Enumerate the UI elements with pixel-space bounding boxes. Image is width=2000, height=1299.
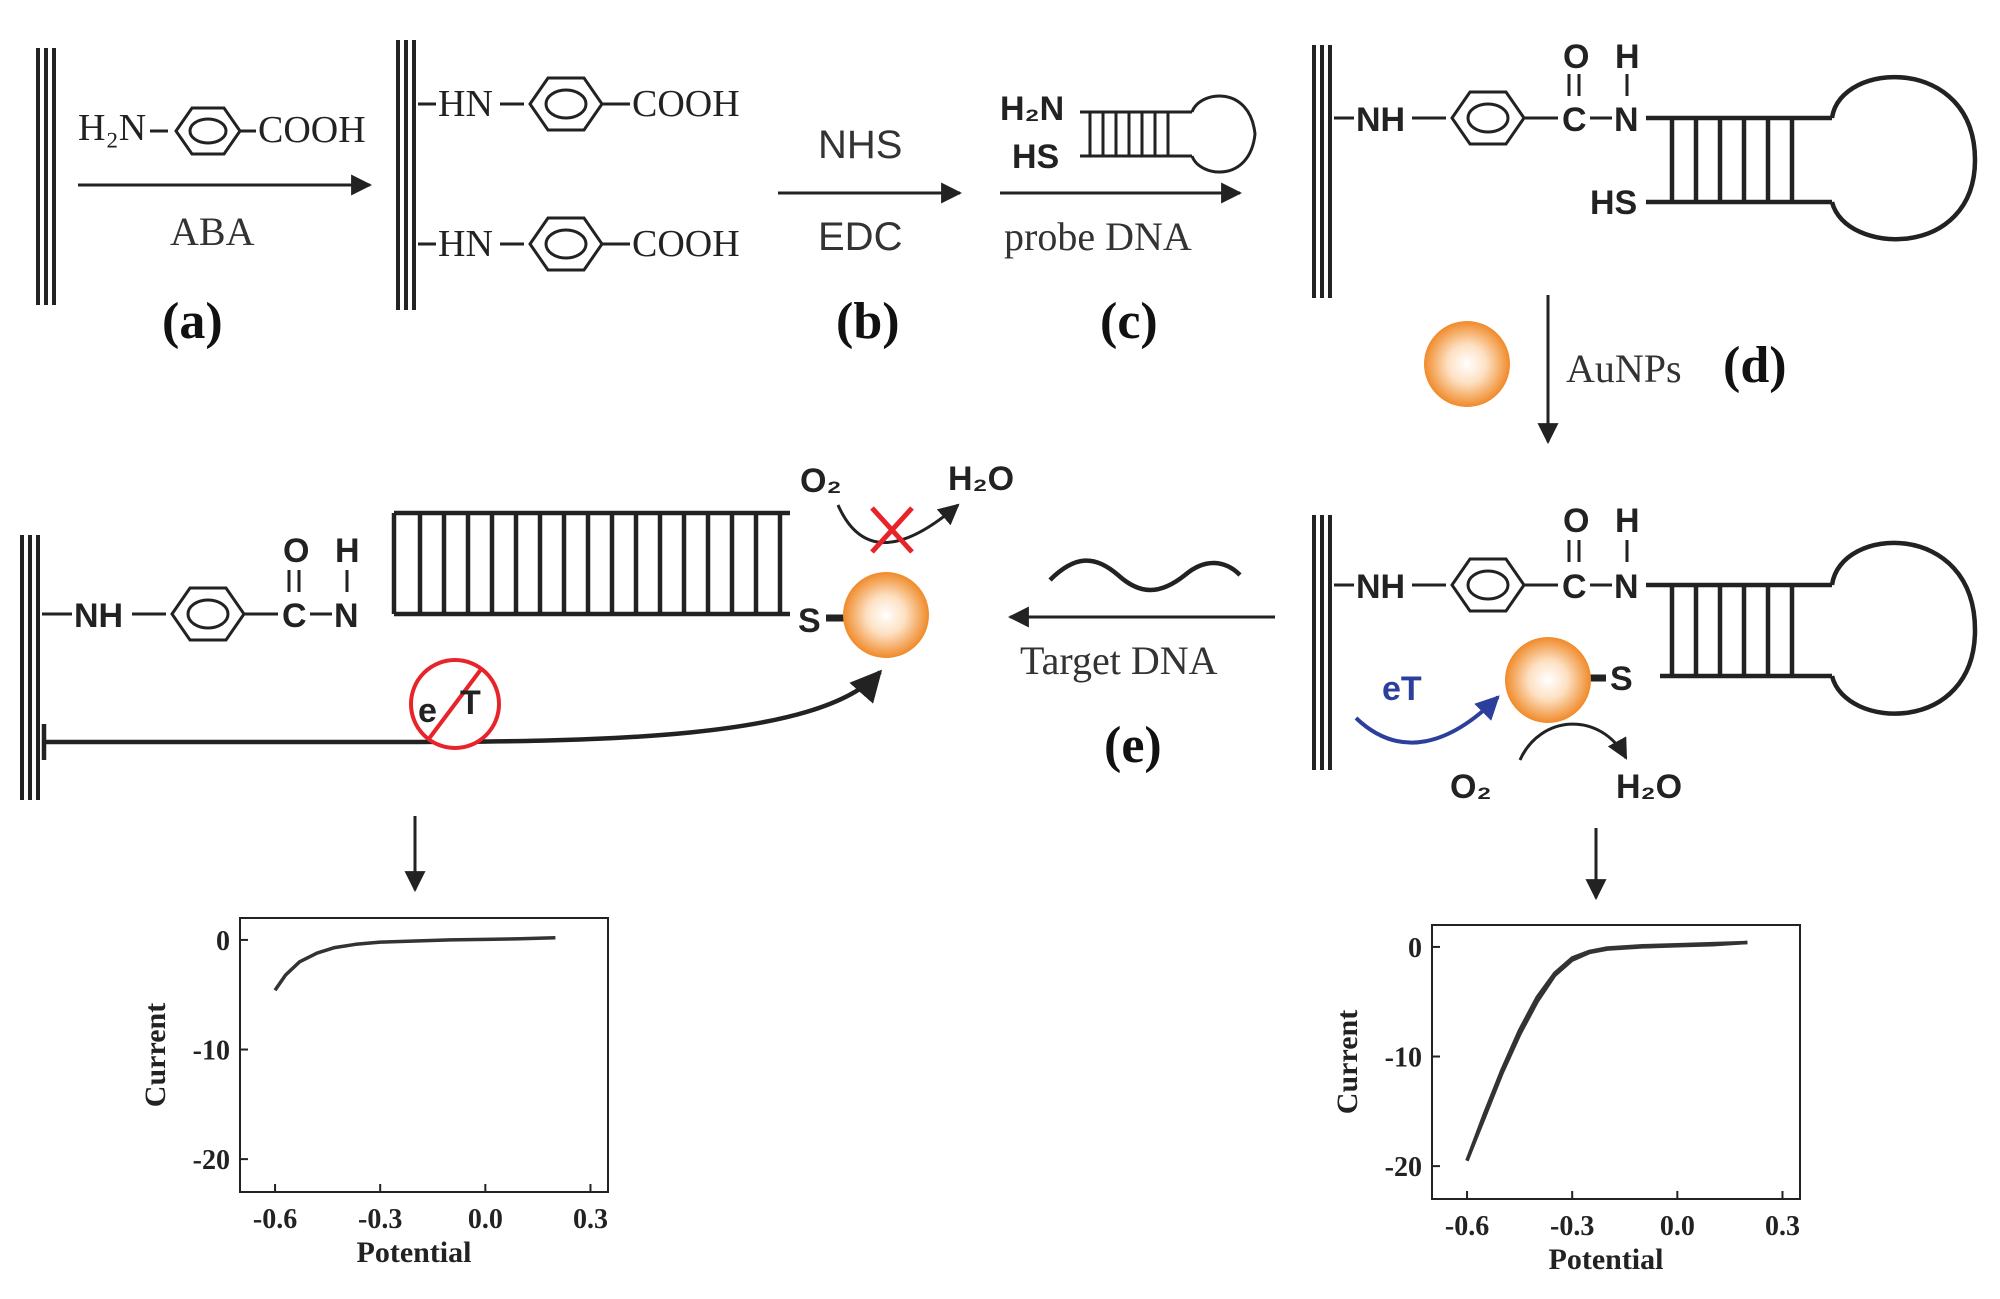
benzene-ring-icon xyxy=(1450,557,1526,613)
step-a: H₂N COOH ABA (a) xyxy=(78,106,373,350)
step-label-d: (d) xyxy=(1723,337,1787,394)
benzene-ring-icon xyxy=(174,106,242,156)
aunp-icon xyxy=(843,572,929,658)
step-b: NHS EDC (b) xyxy=(778,123,963,350)
blocked-reduction-arrow xyxy=(836,503,960,544)
y-tick-label: -10 xyxy=(193,1036,230,1067)
benzene-ring-icon xyxy=(528,216,604,272)
electron-transfer-label: eT xyxy=(1382,670,1422,708)
hn-label: HN xyxy=(438,83,493,125)
carbonyl-c-label: C xyxy=(282,597,307,635)
probe-thiol-label: HS xyxy=(1012,138,1059,176)
electrode-duplex-aunp: NH C O N H S O₂ H₂O xyxy=(20,460,1014,893)
x-tick-label: 0.3 xyxy=(573,1204,608,1235)
amide-n-label: N xyxy=(1614,568,1639,606)
step-d: AuNPs (d) xyxy=(1424,295,1787,445)
y-tick-label: -20 xyxy=(1385,1152,1422,1183)
y-tick-label: -10 xyxy=(1385,1043,1422,1074)
no-et-t-label: T xyxy=(460,684,481,722)
carbonyl-c-label: C xyxy=(1562,568,1587,606)
water-label: H₂O xyxy=(948,460,1014,498)
reagent-probe-dna: probe DNA xyxy=(1004,214,1192,259)
carbonyl-o-label: O xyxy=(1563,38,1589,76)
amide-h-label: H xyxy=(335,532,360,570)
step-label-a: (a) xyxy=(162,293,223,350)
cooh-label: COOH xyxy=(632,223,740,265)
carbonyl-o-label: O xyxy=(1563,502,1589,540)
aunp-icon xyxy=(1424,321,1510,407)
no-et-e-label: e xyxy=(418,692,437,730)
probe-stem-rungs xyxy=(1669,118,1795,202)
step-label-b: (b) xyxy=(836,293,900,350)
y-tick-label: 0 xyxy=(1408,933,1422,964)
step-e: Target DNA (e) xyxy=(1007,558,1275,774)
x-tick-label: 0.0 xyxy=(468,1204,503,1235)
y-tick-label: 0 xyxy=(216,926,230,957)
electron-transfer-arrow xyxy=(1354,695,1500,745)
x-axis-label: Potential xyxy=(357,1236,472,1269)
x-tick-label: -0.6 xyxy=(253,1204,297,1235)
benzene-ring-icon xyxy=(1450,90,1526,146)
x-tick-label: -0.6 xyxy=(1445,1211,1489,1242)
step-label-e: (e) xyxy=(1104,717,1162,774)
electrode-hairpin-aunp: NH C O N H S eT O₂ H₂O xyxy=(1312,502,1978,901)
electrode-bare xyxy=(36,48,56,305)
plot-frame xyxy=(239,917,609,1193)
target-dna-strand-icon xyxy=(1048,558,1242,593)
probe-hairpin-rungs xyxy=(1088,112,1170,156)
cv-curve-1 xyxy=(1465,940,1748,1162)
amide-n-label: N xyxy=(334,597,359,635)
step-c: H₂N HS probe DNA (c) xyxy=(1000,90,1257,350)
hn-label: HN xyxy=(438,223,493,265)
blocked-cross-icon xyxy=(870,506,914,554)
aba-acid-label: COOH xyxy=(258,109,366,151)
nh-label: NH xyxy=(1356,101,1405,139)
amide-h-label: H xyxy=(1615,38,1640,76)
cooh-label: COOH xyxy=(632,83,740,125)
nh-label: NH xyxy=(74,597,123,635)
step-label-c: (c) xyxy=(1100,293,1158,350)
plot-frame xyxy=(1431,924,1801,1200)
carbonyl-o-label: O xyxy=(283,532,309,570)
amide-n-label: N xyxy=(1614,101,1639,139)
reduction-arrow xyxy=(1518,722,1628,761)
x-tick-label: 0.0 xyxy=(1660,1211,1695,1242)
thiol-label: HS xyxy=(1590,184,1637,222)
reagent-nhs: NHS xyxy=(818,123,902,167)
aunp-icon xyxy=(1505,637,1591,723)
oxygen-label: O₂ xyxy=(1450,768,1492,806)
sulfur-label: S xyxy=(798,602,821,640)
x-tick-label: -0.3 xyxy=(1550,1211,1594,1242)
water-label: H₂O xyxy=(1616,768,1682,806)
probe-amine-label: H₂N xyxy=(1000,90,1064,128)
oxygen-label: O₂ xyxy=(800,462,842,500)
hairpin-stem-rungs xyxy=(1669,585,1795,676)
reagent-aunps: AuNPs xyxy=(1566,346,1682,391)
reagent-target-dna: Target DNA xyxy=(1020,638,1218,683)
carbonyl-c-label: C xyxy=(1562,101,1587,139)
benzene-ring-icon xyxy=(528,76,604,132)
x-tick-label: 0.3 xyxy=(1765,1211,1800,1242)
electrode-aba: HN COOH HN COOH xyxy=(396,40,740,310)
x-tick-label: -0.3 xyxy=(358,1204,402,1235)
no-electron-transfer-icon: e T xyxy=(409,658,501,750)
electrode-probe-dna: NH C O N H HS xyxy=(1312,38,1978,298)
reagent-aba: ABA xyxy=(170,209,255,254)
aba-amine-label: H₂N xyxy=(78,107,146,149)
y-axis-label: Current xyxy=(139,1003,172,1107)
reagent-edc: EDC xyxy=(818,215,902,259)
y-tick-label: -20 xyxy=(193,1145,230,1176)
y-axis-label: Current xyxy=(1331,1010,1364,1114)
cv-curve-0 xyxy=(273,935,556,992)
nh-label: NH xyxy=(1356,568,1405,606)
benzene-ring-icon xyxy=(170,586,246,642)
sulfur-label: S xyxy=(1610,660,1633,698)
duplex-rungs xyxy=(417,513,783,614)
x-axis-label: Potential xyxy=(1549,1243,1664,1276)
amide-h-label: H xyxy=(1615,502,1640,540)
